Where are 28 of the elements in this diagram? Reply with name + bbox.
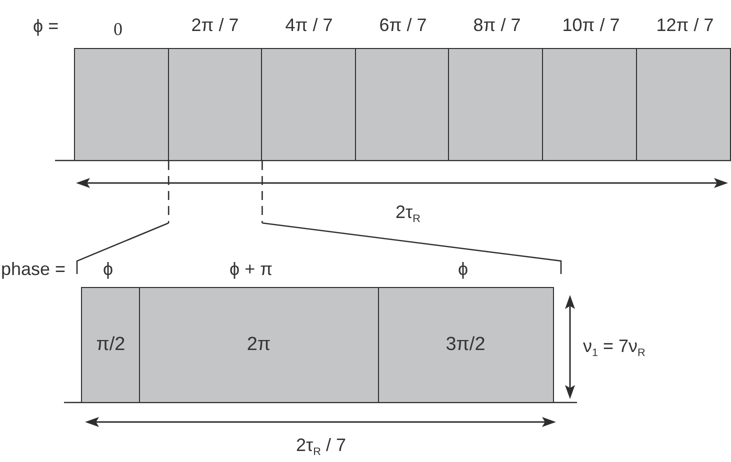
pulse-block xyxy=(168,48,263,161)
phase-label: 8π / 7 xyxy=(473,16,521,36)
pulse-block xyxy=(378,287,554,403)
phase-label: 2π / 7 xyxy=(191,16,239,36)
phase-label: 10π / 7 xyxy=(562,16,620,36)
phase-symbol-label: ϕ = xyxy=(33,17,59,37)
duration-label: 2τ$_{R}$ / 7 xyxy=(296,436,346,456)
field-strength-label: ν$_{1}$ = 7ν$_{R}$ xyxy=(583,337,646,357)
phase-label: ϕ xyxy=(458,260,468,280)
pulse-block xyxy=(74,48,170,161)
flip-angle-label: 2π xyxy=(246,334,271,356)
phase-label: 0 xyxy=(114,20,122,40)
pulse-block xyxy=(261,48,356,161)
pulse-block xyxy=(636,48,731,161)
phase-symbol-label: phase = xyxy=(1,260,66,280)
pulse-block xyxy=(448,48,544,161)
phase-label: 4π / 7 xyxy=(285,16,333,36)
pulse-block xyxy=(138,287,379,403)
flip-angle-label: π/2 xyxy=(96,334,126,356)
duration-label: 2τ$_{R}$ xyxy=(396,203,420,223)
phase-label: ϕ + π xyxy=(230,260,272,280)
phase-label: 12π / 7 xyxy=(656,16,714,36)
phase-label: ϕ xyxy=(102,260,114,280)
pulse-block xyxy=(542,48,638,161)
pulse-block xyxy=(81,287,140,403)
pulse-block xyxy=(354,48,450,161)
phase-label: 6π / 7 xyxy=(379,16,427,36)
flip-angle-label: 3π/2 xyxy=(446,334,486,356)
